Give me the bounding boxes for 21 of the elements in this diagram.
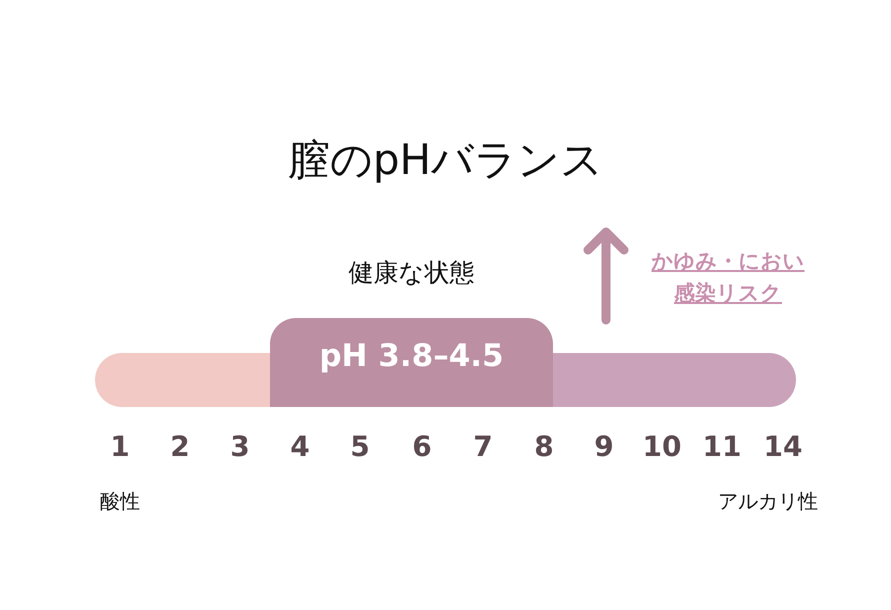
scale-number: 4 bbox=[289, 430, 311, 463]
ph-range-band bbox=[270, 318, 553, 407]
scale-number: 9 bbox=[593, 430, 615, 463]
scale-end-label: アルカリ性 bbox=[718, 488, 818, 515]
range-label: pH 3.8–4.5 bbox=[318, 338, 505, 374]
title: 膣のpHバランス bbox=[286, 134, 604, 186]
scale-number: 3 bbox=[229, 430, 251, 463]
risk-note: かゆみ・におい感染リスク bbox=[650, 248, 806, 307]
scale-end-label: 酸性 bbox=[100, 488, 140, 515]
scale-number: 5 bbox=[349, 430, 371, 463]
scale-number: 14 bbox=[762, 430, 804, 463]
scale-number: 10 bbox=[642, 430, 682, 463]
scale-number: 8 bbox=[533, 430, 555, 463]
band-caption: 健康な状態 bbox=[348, 257, 476, 289]
scale-bar-segment bbox=[95, 353, 270, 407]
scale-number: 6 bbox=[411, 430, 433, 463]
scale-number: 7 bbox=[472, 430, 494, 463]
scale-number: 11 bbox=[702, 430, 742, 463]
scale-bar-segment bbox=[553, 353, 796, 407]
scale-number: 1 bbox=[109, 430, 131, 463]
scale-number: 2 bbox=[169, 430, 191, 463]
